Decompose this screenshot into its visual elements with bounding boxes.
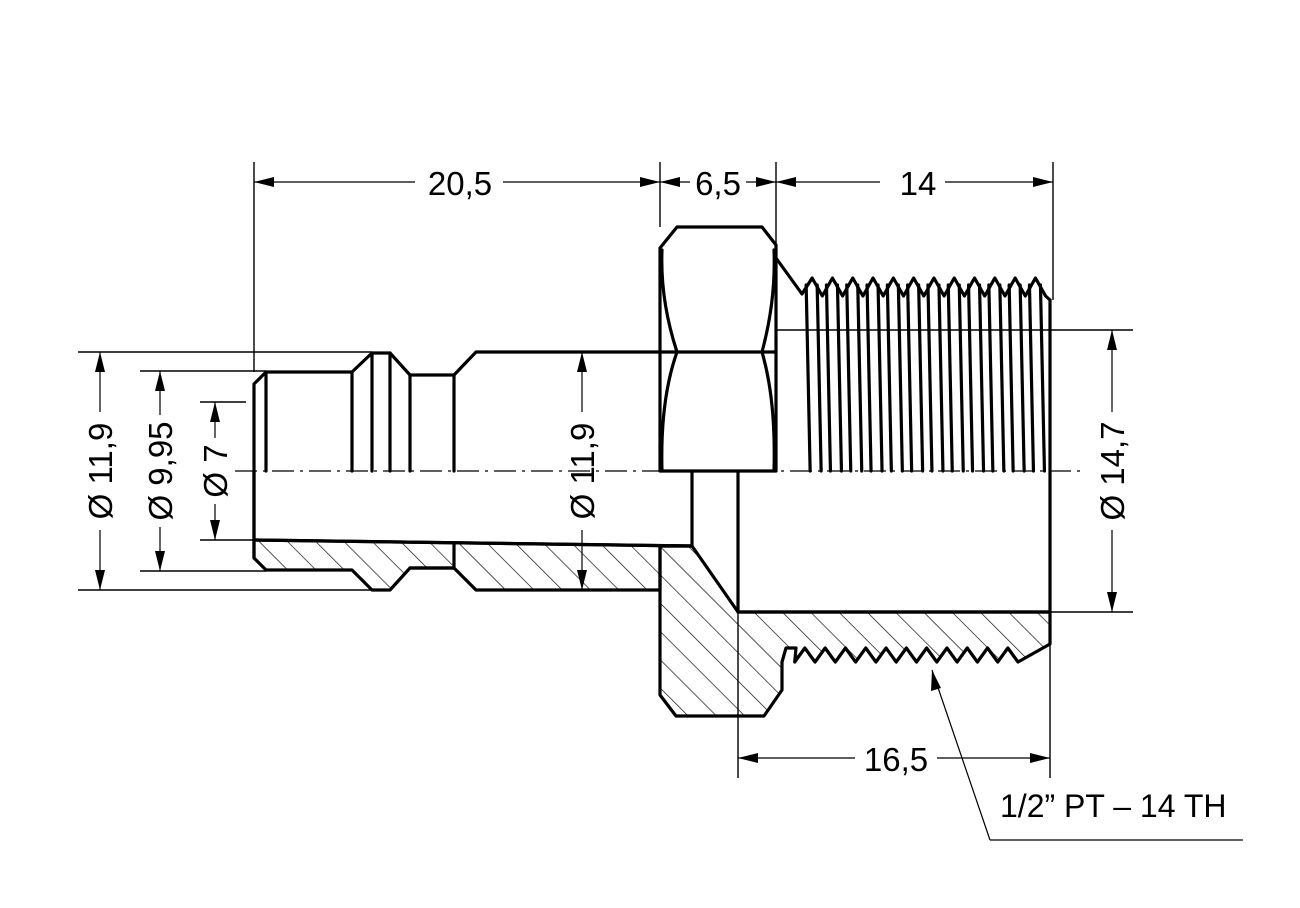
dim-label-dia-14-7: Ø 14,7 xyxy=(1094,421,1131,520)
dim-label-dia-9-95: Ø 9,95 xyxy=(142,421,179,520)
thread-flank xyxy=(824,283,833,473)
thread-flank xyxy=(987,283,995,473)
thread-callout: 1/2” PT – 14 TH xyxy=(931,669,1243,841)
thread-flank xyxy=(1018,283,1026,473)
thread-flank xyxy=(896,283,904,473)
dimension-dia-11-9-mid: Ø 11,9 xyxy=(564,352,601,590)
dimension-6-5: 6,5 xyxy=(660,165,776,202)
dimension-20-5: 20,5 xyxy=(254,165,660,202)
thread-flank xyxy=(998,283,1006,473)
extension-lines xyxy=(78,162,1133,778)
thread-flanks xyxy=(804,283,1047,473)
thread-flank xyxy=(1038,283,1047,473)
thread-flank xyxy=(1007,283,1015,473)
thread-flank xyxy=(845,283,853,473)
thread-flank xyxy=(876,283,884,473)
nipple-upper-half xyxy=(252,350,662,473)
thread-flank xyxy=(1027,283,1036,473)
bore-line xyxy=(252,538,694,548)
thread-flank xyxy=(885,283,893,473)
thread-flank xyxy=(926,283,934,473)
dimension-dia-7: Ø 7 xyxy=(197,402,234,540)
thread-flank xyxy=(815,283,823,473)
nipple-section xyxy=(252,538,694,592)
thread-flank xyxy=(865,283,873,473)
thread-callout-label: 1/2” PT – 14 TH xyxy=(1000,788,1226,824)
body-section xyxy=(658,544,1052,718)
thread-flank xyxy=(917,283,925,473)
thread-flank xyxy=(957,283,965,473)
dim-label-6-5: 6,5 xyxy=(695,165,741,202)
thread-flank xyxy=(906,283,914,473)
thread-flank xyxy=(946,283,954,473)
dimension-14: 14 xyxy=(776,165,1053,202)
thread-upper xyxy=(774,256,1052,614)
dim-label-dia-11-9-left: Ø 11,9 xyxy=(82,423,119,520)
dim-label-dia-7: Ø 7 xyxy=(197,444,234,497)
dim-label-14: 14 xyxy=(900,165,937,202)
dimension-dia-14-7: Ø 14,7 xyxy=(1094,330,1131,612)
dimension-dia-11-9-left: Ø 11,9 xyxy=(82,352,119,590)
dim-label-20-5: 20,5 xyxy=(428,165,492,202)
dimension-16-5: 16,5 xyxy=(738,741,1050,778)
thread-flank xyxy=(804,283,812,473)
dim-label-16-5: 16,5 xyxy=(864,741,928,778)
thread-flank xyxy=(977,283,986,473)
thread-flank xyxy=(856,283,864,473)
dim-label-dia-11-9-mid: Ø 11,9 xyxy=(564,423,601,520)
hex-body-upper xyxy=(658,225,778,614)
thread-flank xyxy=(966,283,975,473)
thread-flank xyxy=(835,283,844,473)
dimension-dia-9-95: Ø 9,95 xyxy=(142,371,179,571)
thread-flank xyxy=(937,283,945,473)
